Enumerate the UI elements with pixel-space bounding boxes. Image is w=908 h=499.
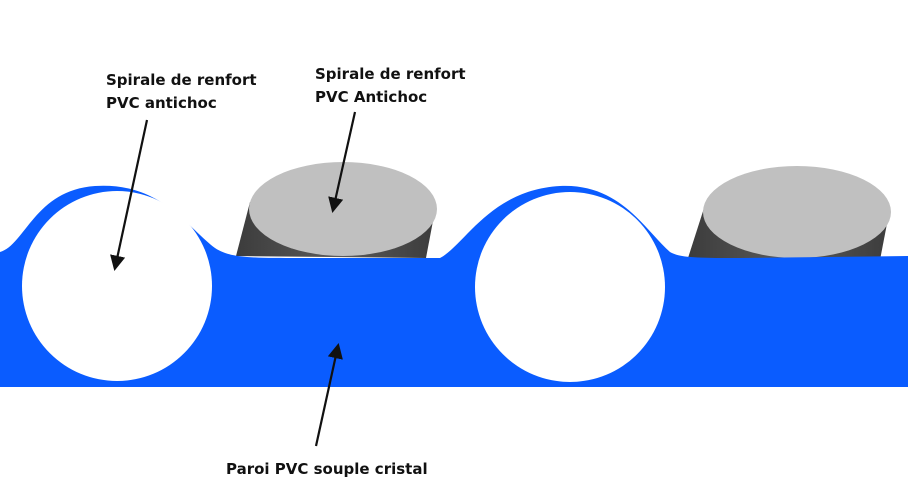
label-spiral-right: Spirale de renfort PVC Antichoc	[315, 63, 466, 109]
spiral-cylinder-2	[688, 166, 891, 260]
label-spiral-right-line1: Spirale de renfort	[315, 65, 466, 83]
arrow-spiral-left	[110, 119, 149, 272]
label-spiral-left-line2: PVC antichoc	[106, 94, 217, 112]
spiral-hollow-2	[475, 192, 665, 382]
arrow-spiral-right	[328, 111, 357, 214]
label-spiral-left-line1: Spirale de renfort	[106, 71, 257, 89]
arrow-wall	[314, 342, 343, 447]
label-wall-text: Paroi PVC souple cristal	[226, 460, 428, 478]
label-wall: Paroi PVC souple cristal	[226, 458, 428, 481]
pvc-wall	[0, 185, 908, 387]
spiral-hollow-1	[22, 191, 212, 381]
label-spiral-left: Spirale de renfort PVC antichoc	[106, 69, 257, 115]
spiral-cylinder-1	[236, 162, 437, 258]
label-spiral-right-line2: PVC Antichoc	[315, 88, 428, 106]
